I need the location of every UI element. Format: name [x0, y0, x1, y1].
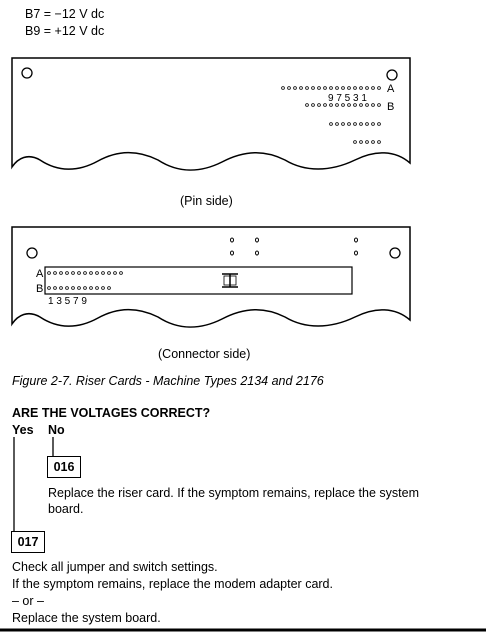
- edge-connector-slot: [44, 266, 353, 295]
- answer-no: No: [48, 423, 65, 437]
- step-016-text-line2: board.: [48, 502, 84, 516]
- pin-side-caption: (Pin side): [180, 194, 233, 208]
- pin-side-pin-row-c: [329, 122, 381, 126]
- step-017-line1: Check all jumper and switch settings.: [12, 560, 218, 574]
- connector-side-pin-row-b: [47, 286, 111, 290]
- connector-side-row-a-label: A: [36, 268, 44, 280]
- step-017-box: 017: [11, 531, 45, 553]
- step-017-line3: – or –: [12, 594, 44, 608]
- connector-side-pin-numbers: 1 3 5 7 9: [48, 296, 87, 307]
- connector-side-mount-hole-left: [26, 247, 38, 259]
- step-016-box: 016: [47, 456, 81, 478]
- figure-caption: Figure 2-7. Riser Cards - Machine Types …: [12, 374, 324, 388]
- step-017-number: 017: [17, 535, 39, 549]
- question-heading: ARE THE VOLTAGES CORRECT?: [12, 406, 211, 420]
- pin-side-mount-hole-right: [386, 69, 398, 81]
- pin-side-card-outline: [11, 57, 411, 171]
- connector-side-mount-hole-right: [389, 247, 401, 259]
- voltage-b9: B9 = +12 V dc: [25, 24, 105, 38]
- answer-yes: Yes: [12, 423, 34, 437]
- connector-side-card-outline: [11, 226, 411, 328]
- pin-side-pin-row-d: [353, 140, 381, 144]
- pin-side-mount-hole-left: [21, 67, 33, 79]
- connector-side-row-b-label: B: [36, 283, 43, 295]
- connector-side-caption: (Connector side): [158, 347, 251, 361]
- step-016-text-line1: Replace the riser card. If the symptom r…: [48, 486, 419, 500]
- step-017-line4: Replace the system board.: [12, 611, 161, 625]
- step-016-number: 016: [53, 460, 75, 474]
- connector-side-small-holes: [230, 237, 358, 256]
- pin-side-row-b-label: B: [387, 101, 394, 113]
- connector-side-pin-row-a: [47, 271, 123, 275]
- pin-side-pin-row-a: [281, 86, 381, 90]
- pin-side-pin-row-b: [305, 103, 381, 107]
- voltage-b7: B7 = −12 V dc: [25, 7, 105, 21]
- pin-side-row-a-label: A: [387, 83, 395, 95]
- pin-side-pin-numbers: 9 7 5 3 1: [328, 93, 367, 104]
- step-017-line2: If the symptom remains, replace the mode…: [12, 577, 333, 591]
